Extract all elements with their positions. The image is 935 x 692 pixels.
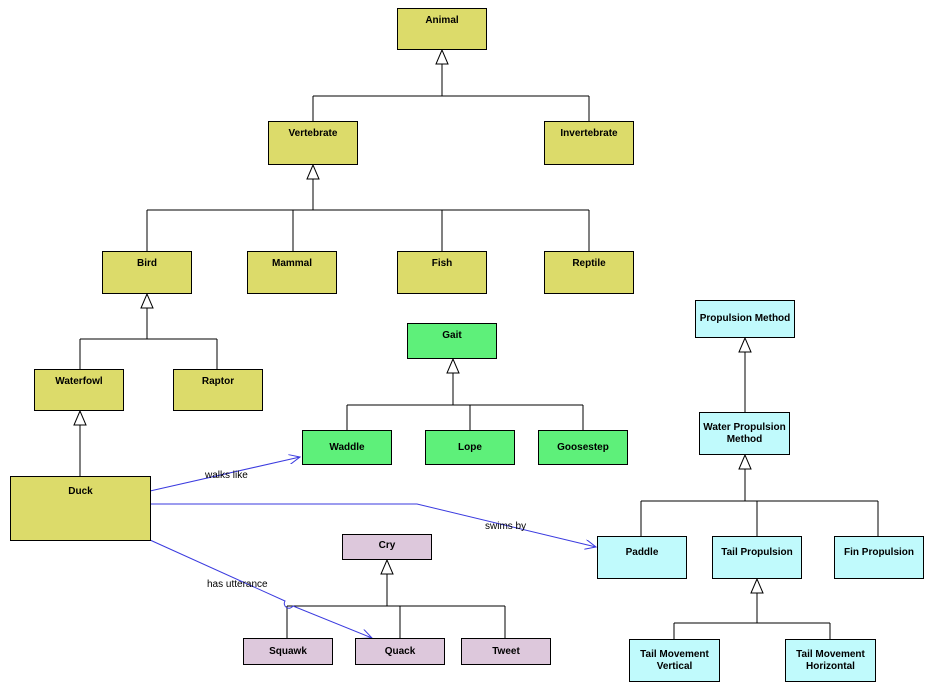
class-propulsion-method[interactable]: Propulsion Method bbox=[695, 300, 795, 338]
class-squawk[interactable]: Squawk bbox=[243, 638, 333, 665]
inheritance-gait bbox=[346, 357, 584, 430]
class-raptor-label: Raptor bbox=[201, 376, 235, 387]
class-goosestep-label: Goosestep bbox=[557, 441, 609, 453]
class-water-propulsion-method-label: Water Propulsion Method bbox=[703, 421, 786, 445]
class-propulsion-method-label: Propulsion Method bbox=[699, 313, 791, 324]
class-gait[interactable]: Gait bbox=[407, 323, 497, 359]
class-cry[interactable]: Cry bbox=[342, 534, 432, 560]
class-fish-label: Fish bbox=[431, 258, 453, 269]
class-quack[interactable]: Quack bbox=[355, 638, 445, 665]
inheritance-cry bbox=[286, 558, 506, 638]
class-reptile[interactable]: Reptile bbox=[544, 251, 634, 294]
class-bird[interactable]: Bird bbox=[102, 251, 192, 294]
class-waddle-label: Waddle bbox=[329, 441, 365, 453]
class-mammal-label: Mammal bbox=[271, 258, 312, 269]
class-squawk-label: Squawk bbox=[269, 645, 307, 657]
class-tail-movement-horizontal-label: Tail Movement Horizontal bbox=[796, 648, 865, 672]
association-label-swims-by: swims by bbox=[485, 521, 526, 532]
association-walks-like[interactable] bbox=[149, 457, 300, 492]
class-invertebrate-label: Invertebrate bbox=[560, 128, 618, 139]
class-goosestep[interactable]: Goosestep bbox=[538, 430, 628, 465]
class-tail-movement-horizontal[interactable]: Tail Movement Horizontal bbox=[785, 639, 876, 682]
class-vertebrate[interactable]: Vertebrate bbox=[268, 121, 358, 165]
class-reptile-label: Reptile bbox=[572, 258, 606, 269]
association-label-walks-like: walks like bbox=[204, 470, 248, 481]
class-animal[interactable]: Animal bbox=[397, 8, 487, 50]
class-animal-label: Animal bbox=[425, 15, 459, 26]
class-fin-propulsion-label: Fin Propulsion bbox=[844, 547, 914, 558]
class-paddle-label: Paddle bbox=[625, 547, 659, 558]
class-tail-movement-vertical[interactable]: Tail Movement Vertical bbox=[629, 639, 720, 682]
class-gait-label: Gait bbox=[442, 330, 462, 341]
class-mammal[interactable]: Mammal bbox=[247, 251, 337, 294]
class-fin-propulsion[interactable]: Fin Propulsion bbox=[834, 536, 924, 579]
class-cry-label: Cry bbox=[378, 540, 396, 551]
inheritance-vertebrate bbox=[146, 163, 590, 251]
class-water-propulsion-method[interactable]: Water Propulsion Method bbox=[699, 412, 790, 455]
class-waterfowl[interactable]: Waterfowl bbox=[34, 369, 124, 411]
class-waddle[interactable]: Waddle bbox=[302, 430, 392, 465]
class-vertebrate-label: Vertebrate bbox=[288, 128, 338, 139]
inheritance-waterfowl bbox=[73, 409, 87, 476]
class-fish[interactable]: Fish bbox=[397, 251, 487, 294]
class-quack-label: Quack bbox=[384, 645, 416, 657]
association-label-has-utterance: has utterance bbox=[207, 579, 268, 590]
association-has-utterance[interactable] bbox=[149, 539, 372, 638]
class-tail-movement-vertical-label: Tail Movement Vertical bbox=[640, 648, 709, 672]
class-lope-label: Lope bbox=[458, 441, 482, 453]
class-bird-label: Bird bbox=[137, 258, 157, 269]
class-waterfowl-label: Waterfowl bbox=[55, 376, 103, 387]
inheritance-bird bbox=[79, 292, 218, 369]
class-tail-propulsion[interactable]: Tail Propulsion bbox=[712, 536, 802, 579]
class-invertebrate[interactable]: Invertebrate bbox=[544, 121, 634, 165]
class-duck-label: Duck bbox=[68, 486, 93, 497]
inheritance-tail-propulsion bbox=[673, 577, 831, 639]
inheritance-propulsion-method bbox=[738, 336, 752, 412]
class-paddle[interactable]: Paddle bbox=[597, 536, 687, 579]
class-tail-propulsion-label: Tail Propulsion bbox=[721, 547, 793, 558]
association-swims-by[interactable] bbox=[150, 503, 596, 547]
class-tweet[interactable]: Tweet bbox=[461, 638, 551, 665]
class-tweet-label: Tweet bbox=[492, 645, 520, 657]
inheritance-water-propulsion bbox=[640, 453, 879, 536]
class-lope[interactable]: Lope bbox=[425, 430, 515, 465]
class-duck[interactable]: Duck bbox=[10, 476, 151, 541]
class-raptor[interactable]: Raptor bbox=[173, 369, 263, 411]
inheritance-animal bbox=[312, 48, 590, 121]
